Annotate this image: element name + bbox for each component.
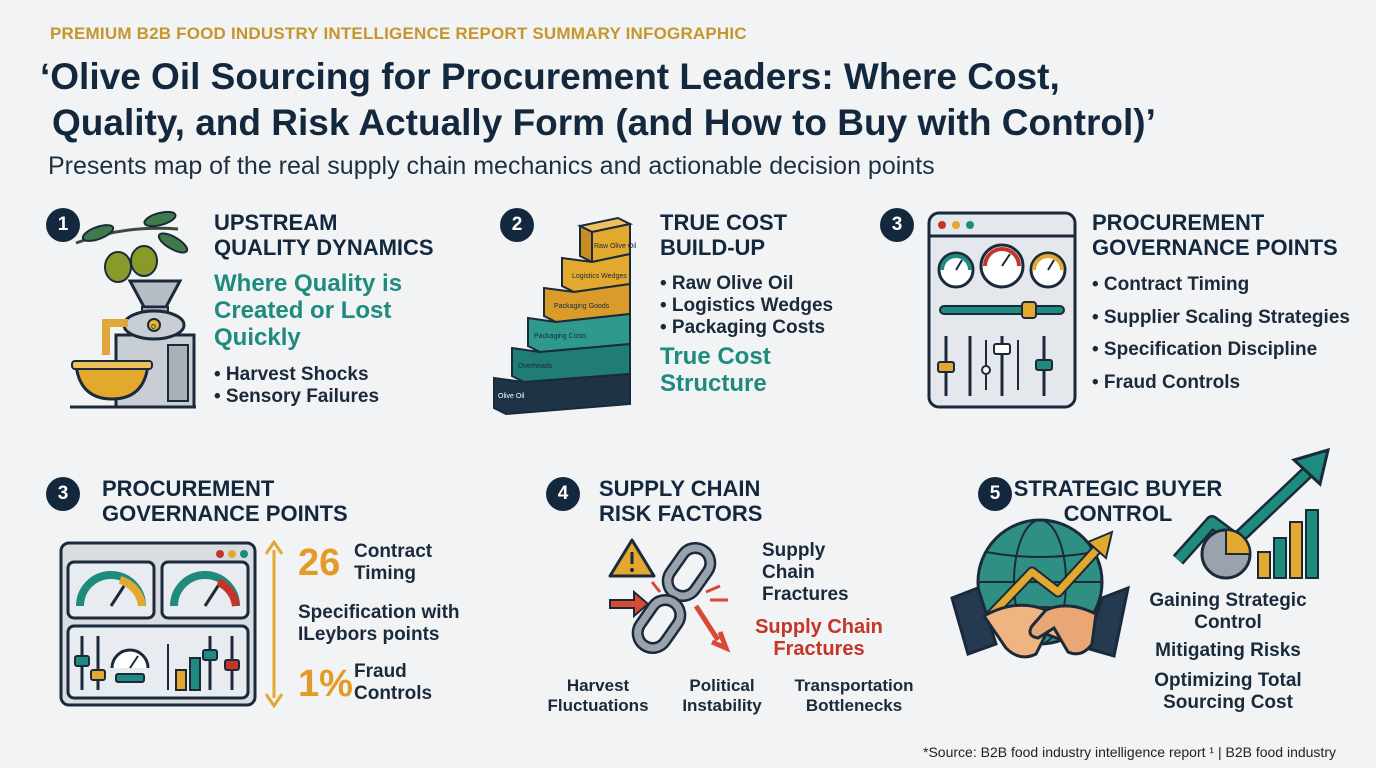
specification-label: Specification with ILeybors points: [298, 602, 460, 645]
section-number-5: 5: [978, 477, 1012, 511]
range-arrow-icon: [264, 540, 284, 708]
risk-factor-transportation: Transportation Bottlenecks: [794, 676, 914, 715]
section3-bullets: • Contract Timing • Supplier Scaling Str…: [1092, 269, 1350, 399]
list-item: • Supplier Scaling Strategies: [1092, 306, 1350, 328]
risk-factor-harvest: Harvest Fluctuations: [547, 676, 649, 715]
strategic-point-3: Optimizing Total Sourcing Cost: [1154, 670, 1302, 713]
broken-chain-icon: [608, 538, 731, 655]
section2-highlight: True Cost Structure: [660, 343, 771, 397]
governance-panel-icon: [59, 541, 257, 707]
stat-contract-timing-label: Contract Timing: [354, 541, 433, 584]
list-item: • Sensory Failures: [214, 386, 380, 407]
stair-label: Overheads: [518, 363, 553, 370]
stair-label: Raw Olive Oil: [594, 243, 637, 250]
section5-heading: STRATEGIC BUYER CONTROL: [1013, 476, 1223, 526]
stair-label: Packaging Goods: [554, 303, 610, 310]
control-dashboard-icon: [927, 211, 1077, 409]
page-subtitle: Presents map of the real supply chain me…: [48, 152, 935, 180]
stair-label: Logistics Wedges: [572, 273, 627, 280]
stair-label: Olive Oil: [498, 393, 525, 400]
strategic-point-1: Gaining Strategic Control: [1149, 590, 1307, 633]
section2-heading: TRUE COST BUILD-UP: [660, 210, 788, 260]
risk-label-1: Supply Chain Fractures: [762, 540, 849, 605]
stat-fraud-label: Fraud Controls: [354, 661, 433, 704]
page-title: ‘Olive Oil Sourcing for Procurement Lead…: [40, 56, 1156, 143]
list-item: • Logistics Wedges: [660, 295, 834, 316]
cost-staircase-icon: Raw Olive Oil Logistics Wedges Packaging…: [493, 216, 637, 416]
press-label: o: [151, 321, 156, 331]
section-number-4: 4: [546, 477, 580, 511]
list-item: • Packaging Costs: [660, 317, 826, 338]
list-item: • Raw Olive Oil: [660, 273, 794, 294]
section-number-1: 1: [46, 208, 80, 242]
list-item: • Fraud Controls: [1092, 371, 1241, 393]
section1-bullets: • Harvest Shocks • Sensory Failures: [214, 364, 379, 408]
list-item: • Harvest Shocks: [214, 364, 369, 385]
handshake-growth-icon: [950, 448, 1331, 659]
section-number-3: 3: [880, 208, 914, 242]
section4-heading: SUPPLY CHAIN RISK FACTORS: [599, 476, 763, 526]
strategic-point-2: Mitigating Risks: [1155, 640, 1301, 661]
stat-contract-timing-value: 26: [298, 542, 341, 584]
section-number-2: 2: [500, 208, 534, 242]
list-item: • Specification Discipline: [1092, 339, 1318, 360]
stat-fraud-value: 1%: [298, 663, 353, 705]
risk-label-2: Supply Chain Fractures: [755, 616, 883, 660]
eyebrow-label: PREMIUM B2B FOOD INDUSTRY INTELLIGENCE R…: [50, 24, 747, 43]
olive-press-icon: o: [70, 210, 196, 409]
section1-heading: UPSTREAM QUALITY DYNAMICS: [214, 210, 434, 260]
section2-bullets: • Raw Olive Oil • Logistics Wedges • Pac…: [660, 273, 833, 339]
risk-factor-political: Political Instability: [682, 676, 762, 715]
section3b-heading: PROCUREMENT GOVERNANCE POINTS: [102, 476, 348, 526]
list-item: • Contract Timing: [1092, 274, 1250, 295]
source-footnote: *Source: B2B food industry intelligence …: [923, 744, 1336, 760]
section3-heading: PROCUREMENT GOVERNANCE POINTS: [1092, 210, 1338, 260]
section1-highlight: Where Quality is Created or Lost Quickly: [214, 270, 403, 351]
section-number-3b: 3: [46, 477, 80, 511]
stair-label: Packaging Costs: [534, 333, 587, 340]
